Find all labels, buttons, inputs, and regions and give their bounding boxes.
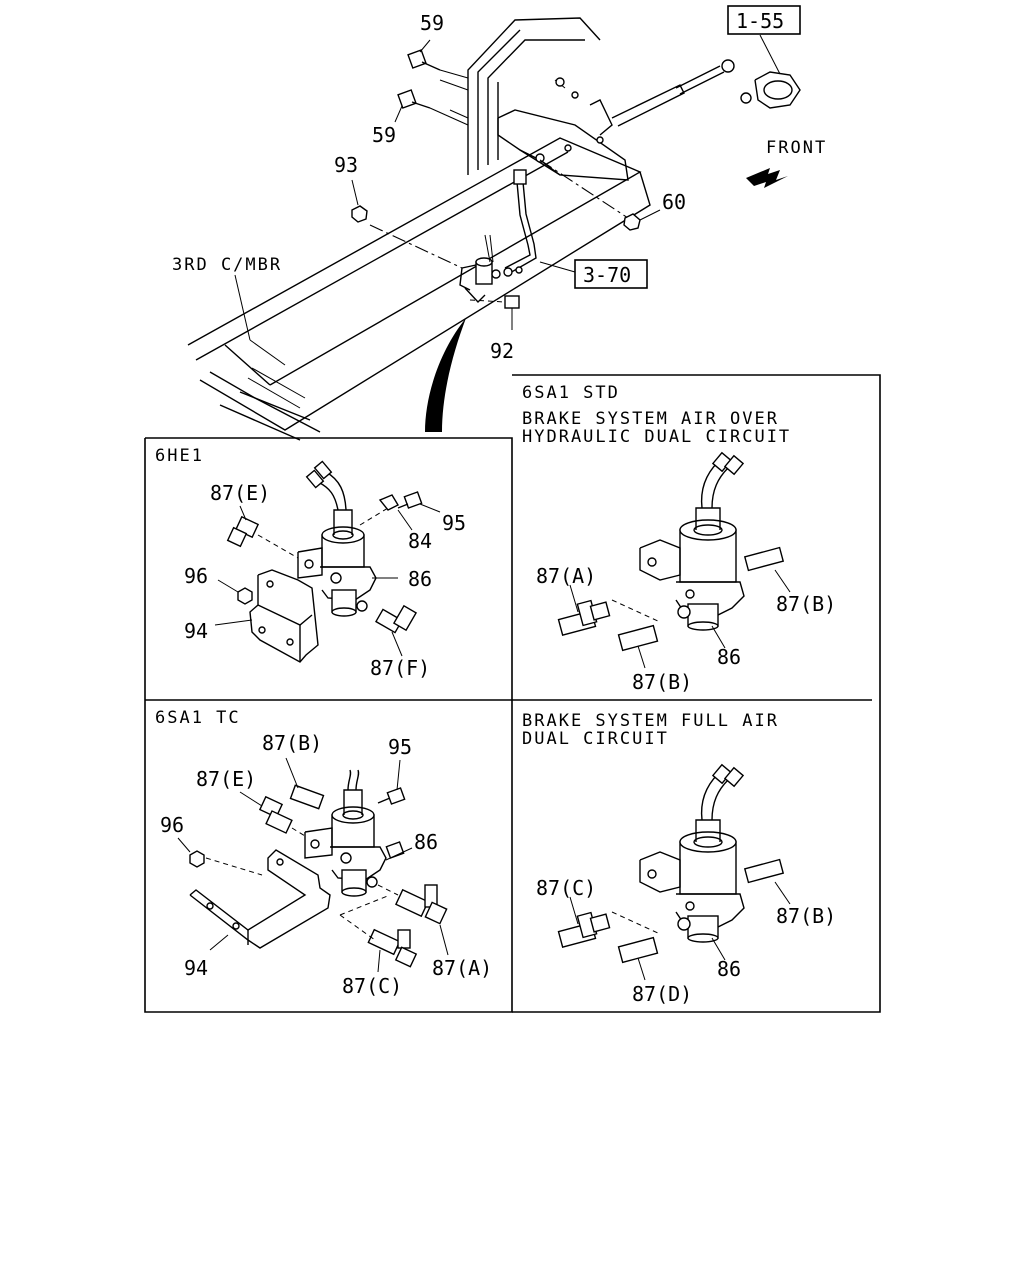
label-87b-std-bottom: 87(B) <box>632 670 692 694</box>
bracket-94-hei <box>214 569 319 663</box>
svg-text:1-55: 1-55 <box>736 9 784 33</box>
label-84: 84 <box>408 529 432 553</box>
label-87b-full: 87(B) <box>776 904 836 928</box>
bolt-95-tc <box>377 759 406 859</box>
label-86-full: 86 <box>717 957 741 981</box>
panel-title-6sa1-tc: 6SA1 TC <box>155 708 241 728</box>
label-96-tc: 96 <box>160 813 184 837</box>
label-93: 93 <box>334 153 358 177</box>
label-87a-tc: 87(A) <box>432 956 492 980</box>
label-front: FRONT <box>766 138 827 158</box>
fitting-87b-std-bottom <box>617 624 659 669</box>
panel-full-air: BRAKE SYSTEM FULL AIR DUAL CIRCUIT <box>522 711 836 1006</box>
frame-crossmember <box>187 17 651 441</box>
panel-6sa1-std: 6SA1 STD BRAKE SYSTEM AIR OVER HYDRAULIC… <box>522 383 836 694</box>
svg-text:3-70: 3-70 <box>583 263 631 287</box>
label-87e-tc: 87(E) <box>196 767 256 791</box>
fitting-87f <box>356 600 418 657</box>
label-95-tc: 95 <box>388 735 412 759</box>
fitting-87d-full <box>617 936 659 981</box>
panel-subtitle-full-2: DUAL CIRCUIT <box>522 729 669 749</box>
label-87d-full: 87(D) <box>632 982 692 1006</box>
fitting-87e <box>226 505 299 559</box>
panel-subtitle-full-1: BRAKE SYSTEM FULL AIR <box>522 711 779 731</box>
bolt-95-hei <box>397 491 441 513</box>
fitting-87b-tc <box>285 757 325 810</box>
fitting-87c-full <box>557 896 661 948</box>
label-86-std: 86 <box>717 645 741 669</box>
fitting-87a-std <box>557 584 661 636</box>
label-95-hei: 95 <box>442 511 466 535</box>
fitting-87b-full <box>743 858 791 905</box>
panel-subtitle-std-2: HYDRAULIC DUAL CIRCUIT <box>522 427 791 447</box>
solenoid-valve-86-full <box>639 763 745 943</box>
label-87c-tc: 87(C) <box>342 974 402 998</box>
label-60: 60 <box>662 190 686 214</box>
solenoid-valve-86 <box>297 460 377 617</box>
label-96-hei: 96 <box>184 564 208 588</box>
label-59-mid: 59 <box>372 123 396 147</box>
fitting-87b-std-right <box>743 546 791 593</box>
solenoid-valve-86-std <box>639 451 745 631</box>
ref-box-1-55[interactable]: 1-55 <box>727 5 801 35</box>
panel-6sa1-tc: 6SA1 TC <box>155 708 492 998</box>
fitting-87e-tc <box>239 791 306 837</box>
pointer-arrow-icon <box>425 318 466 432</box>
label-87b-tc: 87(B) <box>262 731 322 755</box>
linkage-rod <box>611 34 801 127</box>
fitting-87c-tc <box>339 894 418 973</box>
label-87b-std-right: 87(B) <box>776 592 836 616</box>
panel-subtitle-std-1: BRAKE SYSTEM AIR OVER <box>522 409 779 429</box>
nut-96-tc <box>189 850 205 868</box>
panel-title-6sa1-std: 6SA1 STD <box>522 383 620 403</box>
label-3rd-cmbr: 3RD C/MBR <box>172 255 282 275</box>
label-87c-full: 87(C) <box>536 876 596 900</box>
ref-box-3-70[interactable]: 3-70 <box>539 259 648 289</box>
frame-valve-assembly <box>351 39 661 330</box>
bracket-94-tc <box>189 849 331 951</box>
nut-96-hei <box>237 587 253 605</box>
panel-frames <box>144 374 881 1013</box>
panel-6he1: 6HE1 <box>155 446 466 680</box>
label-87a-std: 87(A) <box>536 564 596 588</box>
label-86-hei: 86 <box>408 567 432 591</box>
fitting-87a-tc <box>366 876 449 956</box>
solenoid-valve-86-tc <box>304 769 387 897</box>
label-59-top: 59 <box>420 11 444 35</box>
label-94-tc: 94 <box>184 956 208 980</box>
panel-title-6he1: 6HE1 <box>155 446 204 466</box>
label-92: 92 <box>490 339 514 363</box>
label-87f: 87(F) <box>370 656 430 680</box>
label-87e-hei: 87(E) <box>210 481 270 505</box>
label-86-tc: 86 <box>414 830 438 854</box>
front-arrow-icon <box>746 168 788 188</box>
label-94-hei: 94 <box>184 619 208 643</box>
clip-84 <box>359 494 413 531</box>
